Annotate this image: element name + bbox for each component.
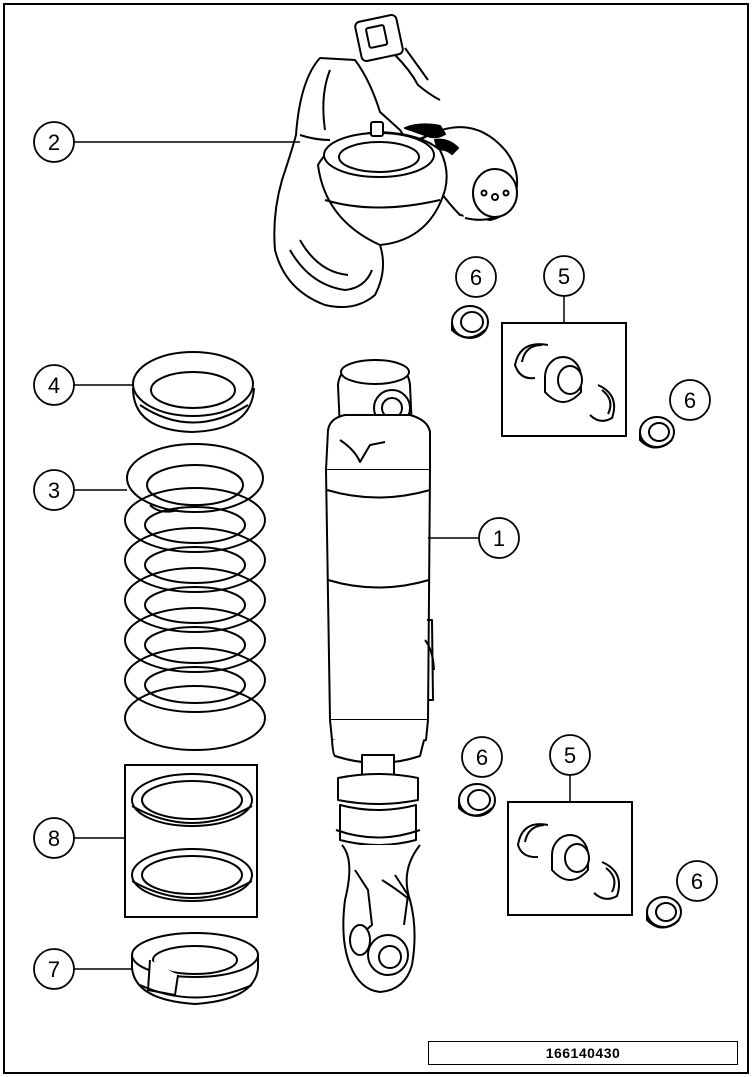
part-shock-absorber <box>325 359 435 993</box>
callout-6d: 6 <box>676 860 718 902</box>
callout-1: 1 <box>478 517 520 559</box>
callout-3: 3 <box>33 469 75 511</box>
part-reservoir-head <box>273 14 519 308</box>
part-lower-bearing-set <box>458 783 682 929</box>
callout-8-label: 8 <box>48 826 60 851</box>
callout-2-label: 2 <box>48 130 60 155</box>
callout-3-label: 3 <box>48 478 60 503</box>
callout-8: 8 <box>33 817 75 859</box>
callout-7-label: 7 <box>48 957 60 982</box>
callout-7: 7 <box>33 948 75 990</box>
callout-6c-label: 6 <box>476 745 488 770</box>
part-washer-set <box>124 764 258 918</box>
part-upper-bearing-set <box>451 305 675 449</box>
part-coil-spring <box>124 443 266 751</box>
callout-6a-label: 6 <box>470 265 482 290</box>
callout-6b: 6 <box>669 379 711 421</box>
callout-5b-label: 5 <box>564 743 576 768</box>
part-split-seat <box>131 931 259 1006</box>
callout-5a: 5 <box>543 255 585 297</box>
callout-4: 4 <box>33 364 75 406</box>
document-number: 166140430 <box>428 1041 738 1065</box>
callout-1-label: 1 <box>493 526 505 551</box>
callout-6b-label: 6 <box>684 388 696 413</box>
callout-5a-label: 5 <box>558 264 570 289</box>
callout-6d-label: 6 <box>691 869 703 894</box>
callout-6c: 6 <box>461 736 503 778</box>
callout-5b: 5 <box>549 734 591 776</box>
callout-6a: 6 <box>455 256 497 298</box>
part-spring-retainer <box>132 351 255 434</box>
page-border <box>3 3 749 1074</box>
callout-4-label: 4 <box>48 373 60 398</box>
callout-2: 2 <box>33 121 75 163</box>
